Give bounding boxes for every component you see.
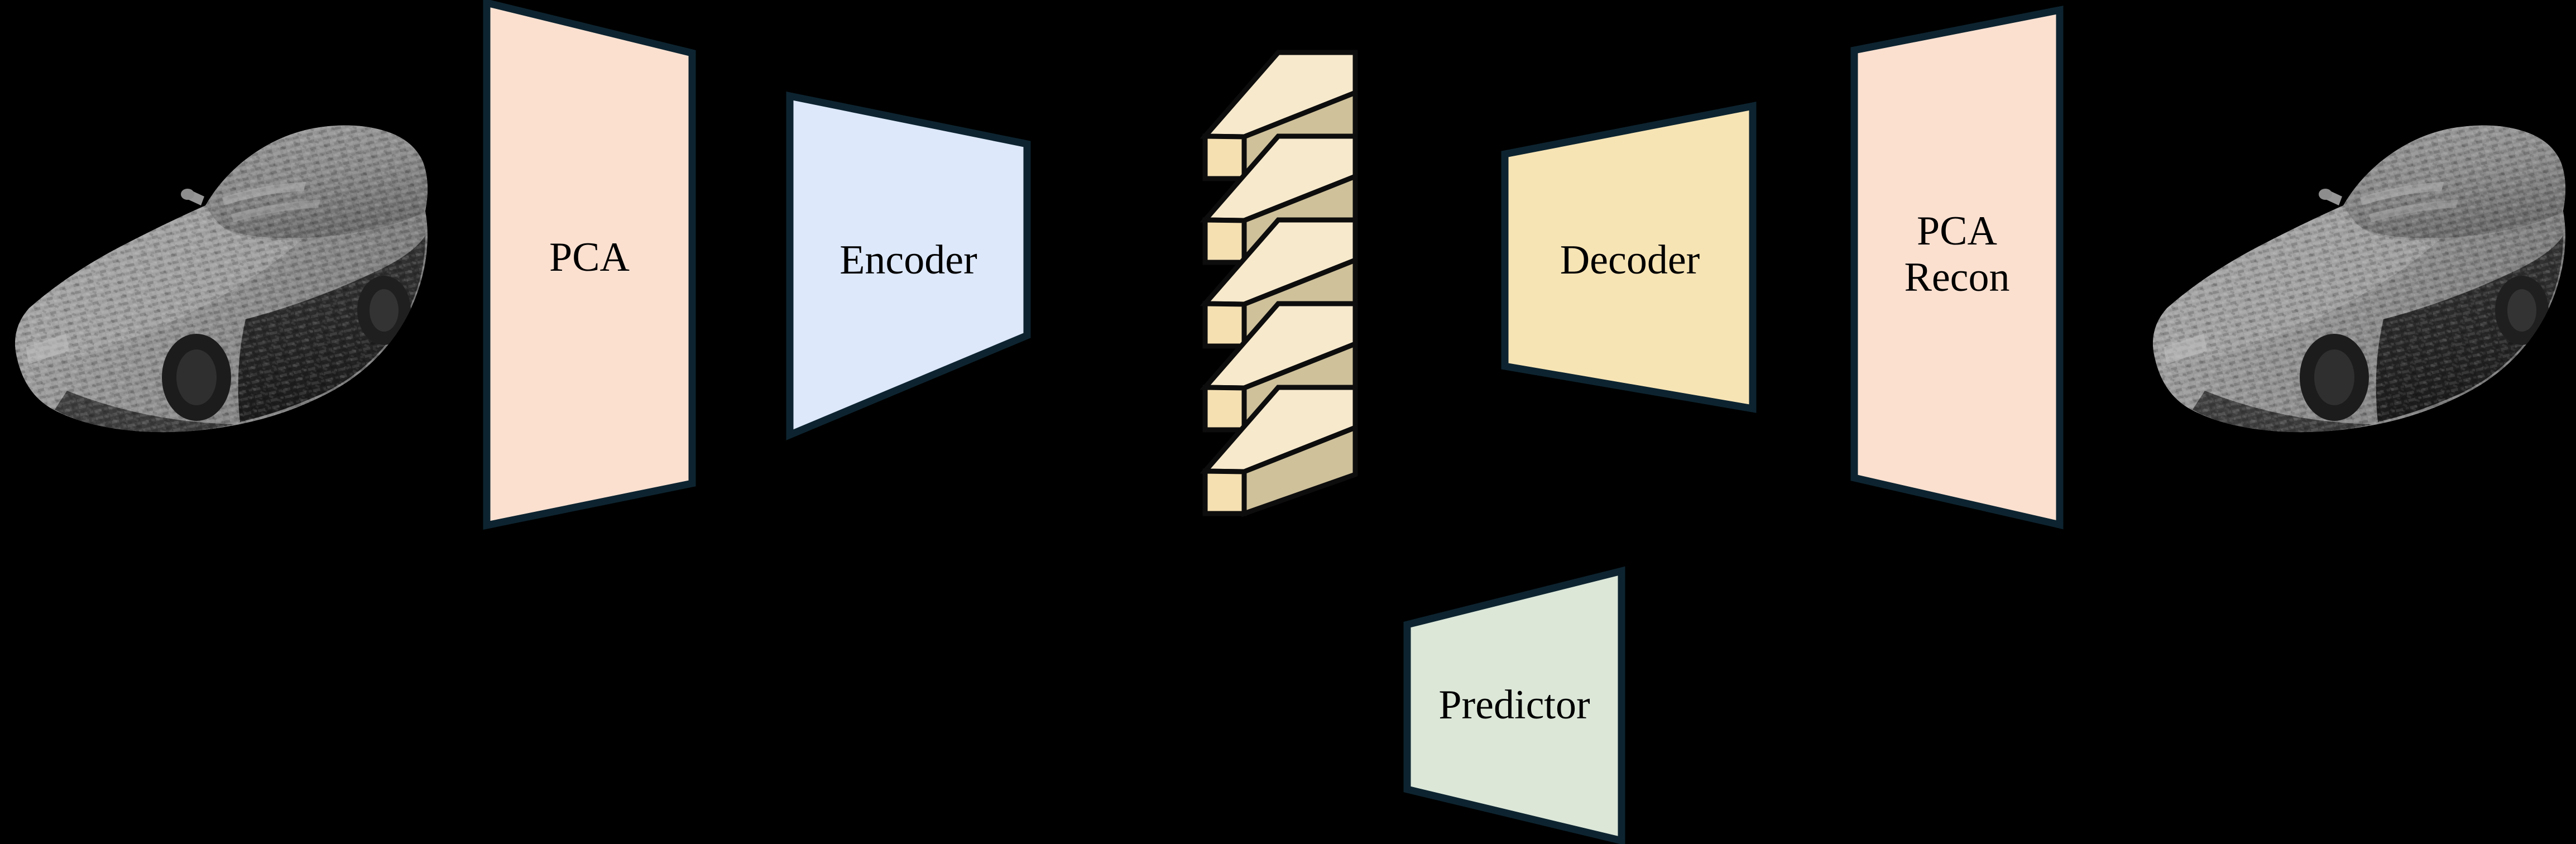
input-car-mesh (15, 125, 428, 433)
block-predictor[interactable] (1403, 566, 1625, 844)
block-pca[interactable] (483, 0, 696, 530)
block-pca-recon[interactable] (1850, 6, 2064, 530)
output-car-mesh (2152, 125, 2566, 433)
latent-code-stack (1200, 50, 1358, 517)
block-decoder[interactable] (1501, 102, 1757, 413)
block-encoder[interactable] (786, 92, 1031, 440)
latent-bar (1200, 385, 1358, 517)
